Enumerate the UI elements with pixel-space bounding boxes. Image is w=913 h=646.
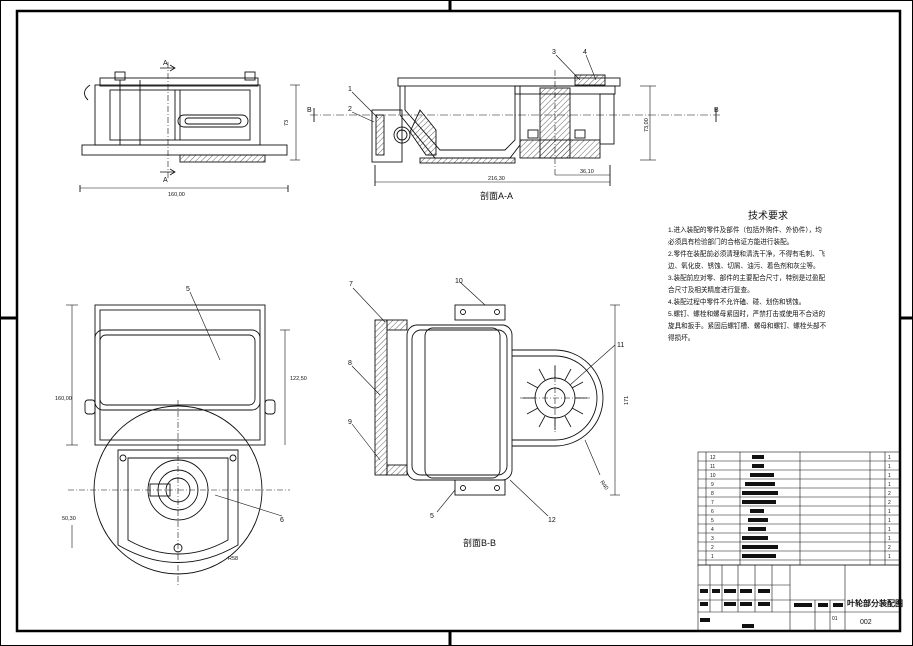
bom-row-no: 2	[711, 545, 714, 551]
dim-73: 73	[284, 120, 290, 126]
callout-3: 3	[552, 49, 556, 56]
dim-160-vertical: 160,00	[55, 396, 72, 402]
callout-2: 2	[348, 106, 352, 113]
callout-5-plan: 5	[186, 286, 190, 293]
dim-36: 36,10	[580, 169, 594, 175]
section-mark-a-top: A	[163, 60, 168, 67]
callout-10: 10	[455, 278, 463, 285]
bom-row-no: 1	[711, 554, 714, 560]
tech-line: 边、氧化皮、锈蚀、切屑、油污、着色剂和灰尘等。	[668, 261, 820, 270]
tech-line: 4.装配过程中零件不允许磕、碰、划伤和锈蚀。	[668, 297, 805, 306]
section-aa-label: 剖面A-A	[480, 190, 513, 201]
title-redacted	[700, 589, 843, 628]
leaders-aa	[351, 54, 597, 123]
impeller-blades	[523, 366, 587, 430]
section-arrow-a-bottom	[160, 168, 176, 176]
section-aa-view	[310, 70, 720, 186]
section-bb-view	[374, 304, 620, 496]
callout-1: 1	[348, 86, 352, 93]
section-bb-label: 剖面B-B	[463, 537, 496, 548]
drawing-code: 002	[860, 619, 872, 626]
bom-qty: 2	[888, 491, 891, 497]
bom-row-no: 9	[711, 482, 714, 488]
callout-6-plan: 6	[280, 517, 284, 524]
bom-qty: 1	[888, 509, 891, 515]
sheet-number: 01	[832, 616, 838, 622]
tech-line: 得损坏。	[668, 333, 694, 342]
tech-line: 3.装配前应对零、部件的主要配合尺寸，特别是过盈配	[668, 273, 826, 282]
tech-line: 2.零件在装配前必须清理和清洗干净，不得有毛刺、飞	[668, 249, 826, 258]
bom-row-no: 6	[711, 509, 714, 515]
dim-r40: R40	[598, 480, 609, 492]
callout-9: 9	[348, 419, 352, 426]
side-view	[79, 62, 300, 192]
callout-5-bb: 5	[430, 513, 434, 520]
section-mark-a-bottom: A	[163, 177, 168, 184]
dim-50: 50,30	[62, 516, 76, 522]
title-block	[697, 564, 901, 632]
tech-line: 1.进入装配的零件及部件（包括外购件、外协件），均	[668, 225, 822, 234]
bom-qty: 1	[888, 473, 891, 479]
dim-160-horizontal: 160,00	[168, 192, 185, 198]
bom-qty: 1	[888, 482, 891, 488]
bom-qty: 1	[888, 518, 891, 524]
bom-qty: 1	[888, 536, 891, 542]
bom-row-no: 3	[711, 536, 714, 542]
callout-8: 8	[348, 360, 352, 367]
tech-line: 合尺寸及相关精度进行复查。	[668, 285, 754, 294]
bom-qty: 1	[888, 527, 891, 533]
leaders-bb	[351, 281, 616, 517]
bom-content: 12 11 10 9 8 7 6 5 4 3 2 1 1 1 1 1 2 2 1…	[710, 455, 891, 560]
bom-qty: 1	[888, 455, 891, 461]
leaders-plan	[189, 291, 283, 517]
callout-7: 7	[349, 281, 353, 288]
bom-row-no: 7	[711, 500, 714, 506]
section-arrow-a-top	[160, 64, 176, 72]
tech-title: 技术要求	[748, 209, 788, 222]
section-mark-b-left: B	[307, 107, 312, 114]
dim-216: 216,30	[488, 176, 505, 182]
section-mark-b-right: B	[714, 107, 719, 114]
callout-12: 12	[548, 517, 556, 524]
bom-qty: 1	[888, 554, 891, 560]
drawing-title: 叶轮部分装配图	[847, 598, 903, 608]
dim-171: 171	[624, 396, 630, 405]
bom-row-no: 8	[711, 491, 714, 497]
bom-table	[697, 451, 901, 566]
bom-redacted-names	[742, 455, 778, 558]
bom-qty: 2	[888, 500, 891, 506]
bom-qty: 2	[888, 545, 891, 551]
dim-122: 122,50	[290, 376, 307, 382]
dim-73-b: 73,00	[644, 118, 650, 132]
bom-row-no: 4	[711, 527, 714, 533]
bom-row-no: 5	[711, 518, 714, 524]
tech-line: 5.螺钉、螺栓和螺母紧固时，严禁打击或使用不合适的	[668, 309, 826, 318]
plan-view	[66, 304, 290, 585]
dim-r58: R58	[228, 556, 238, 562]
tech-requirements: 技术要求 1.进入装配的零件及部件（包括外购件、外协件），均 必须具有检验部门的…	[668, 209, 827, 342]
callout-11: 11	[617, 342, 624, 349]
bom-qty: 1	[888, 464, 891, 470]
bom-row-no: 11	[710, 464, 715, 470]
tech-line: 旋具和扳手。紧固后螺钉槽、螺母和螺钉、螺栓头部不	[668, 321, 827, 330]
bom-row-no: 12	[710, 455, 716, 461]
bom-row-no: 10	[710, 473, 716, 479]
tech-line: 必须具有检验部门的合格证方能进行装配。	[668, 237, 793, 246]
callout-4: 4	[583, 49, 587, 56]
